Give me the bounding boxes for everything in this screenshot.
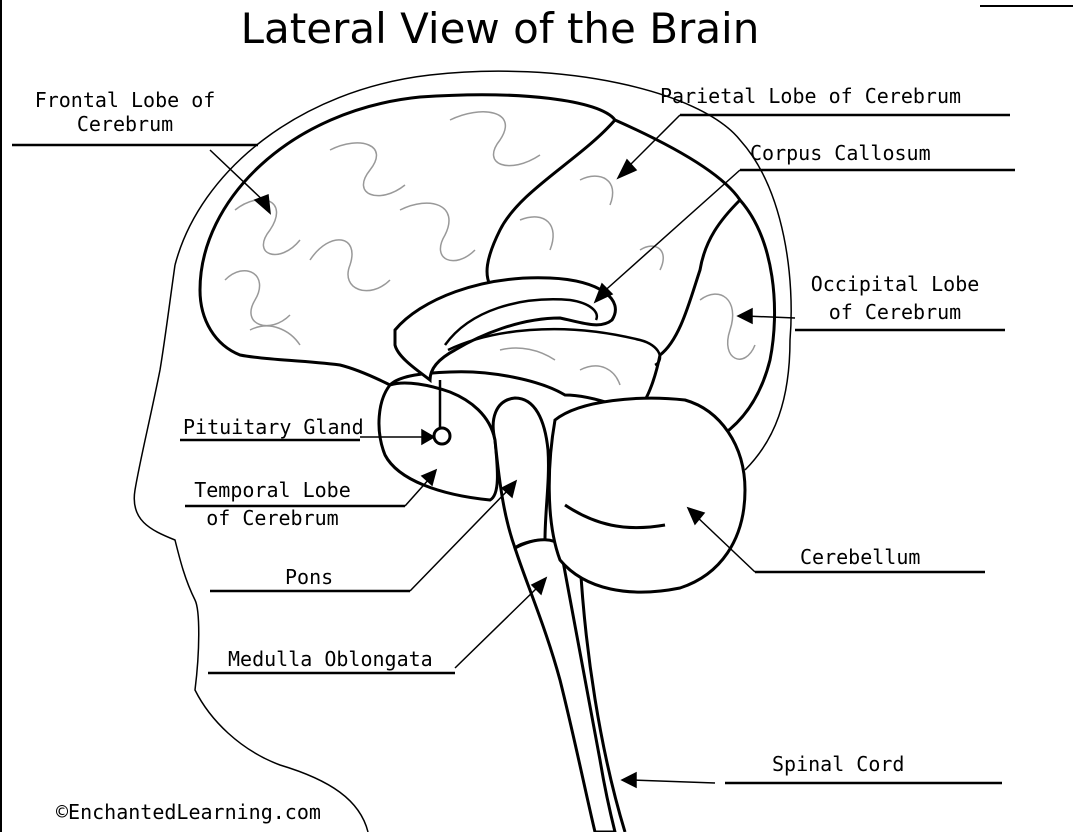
- label-cerebellum: Cerebellum: [800, 545, 920, 569]
- label-corpus-callosum: Corpus Callosum: [750, 141, 931, 165]
- label-parietal-lobe: Parietal Lobe of Cerebrum: [660, 84, 961, 108]
- label-temporal-lobe-line1: Temporal Lobe: [175, 478, 370, 502]
- label-frontal-lobe-line2: Cerebrum: [20, 112, 230, 136]
- label-frontal-lobe: Frontal Lobe of Cerebrum: [20, 88, 230, 136]
- cerebellum-shape: [549, 398, 745, 592]
- label-occipital-lobe: Occipital Lobe of Cerebrum: [795, 272, 995, 324]
- pituitary-gland-shape: [434, 428, 450, 444]
- label-frontal-lobe-line1: Frontal Lobe of: [20, 88, 230, 112]
- label-spinal-cord: Spinal Cord: [772, 752, 904, 776]
- label-occipital-lobe-line2: of Cerebrum: [795, 300, 995, 324]
- label-temporal-lobe-line2: of Cerebrum: [175, 506, 370, 530]
- label-temporal-lobe: Temporal Lobe of Cerebrum: [175, 478, 370, 530]
- label-occipital-lobe-line1: Occipital Lobe: [795, 272, 995, 296]
- label-pituitary-gland: Pituitary Gland: [183, 415, 364, 439]
- label-medulla-oblongata: Medulla Oblongata: [228, 647, 433, 671]
- brainstem: [493, 398, 548, 548]
- copyright-text: ©EnchantedLearning.com: [56, 800, 321, 824]
- page-title: Lateral View of the Brain: [0, 4, 1000, 53]
- label-pons: Pons: [285, 565, 333, 589]
